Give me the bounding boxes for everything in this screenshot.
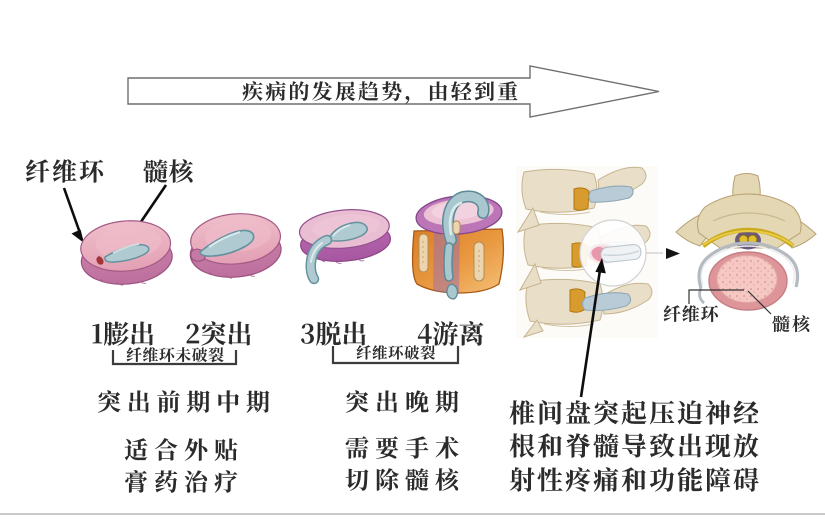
stage-2-label xyxy=(185,321,252,350)
treatment-early-title xyxy=(97,390,270,416)
bracket-intact xyxy=(111,350,238,366)
treatment-early-line2 xyxy=(124,470,238,496)
bracket-ruptured-label xyxy=(333,345,458,362)
bracket-ruptured xyxy=(331,346,460,365)
disc-stage-2-illustration xyxy=(189,213,282,279)
treatment-late-title xyxy=(345,390,459,416)
vertebra-axial-view xyxy=(675,173,817,311)
spine-lateral-view xyxy=(516,166,663,338)
caption-line3 xyxy=(509,467,759,496)
annulus-callout-label xyxy=(25,159,104,187)
vertebra-nucleus-leader xyxy=(747,290,772,315)
trend-arrow-label xyxy=(242,81,518,104)
caption-line2 xyxy=(509,433,759,462)
pointer-right-icon xyxy=(666,248,680,259)
annulus-callout-arrow xyxy=(62,187,84,243)
treatment-late-line1 xyxy=(345,436,459,462)
stage-1-label xyxy=(91,321,155,350)
vertebra-annulus-label xyxy=(663,305,719,325)
trend-arrow-shape xyxy=(127,65,660,118)
disc-stage-1-illustration xyxy=(80,220,173,286)
herniation-arrow xyxy=(579,258,606,398)
treatment-early-line1 xyxy=(124,438,238,464)
vertebra-annulus-leader xyxy=(688,289,744,304)
vertebra-nucleus-label xyxy=(772,315,810,335)
bottom-divider xyxy=(0,513,825,515)
treatment-late-line2 xyxy=(345,468,459,494)
caption-line1 xyxy=(509,400,759,429)
bracket-intact-label xyxy=(113,347,236,365)
disc-stage-4-illustration xyxy=(411,190,505,300)
nucleus-callout-label xyxy=(143,159,194,187)
disc-stage-3-illustration xyxy=(298,209,391,285)
